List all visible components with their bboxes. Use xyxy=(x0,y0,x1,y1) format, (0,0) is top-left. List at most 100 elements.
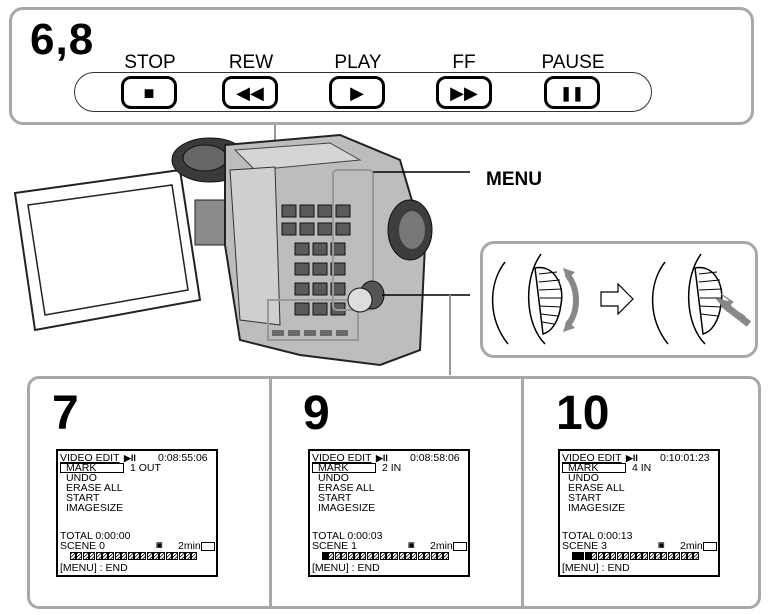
scene-cell xyxy=(185,552,192,560)
scene-cell xyxy=(417,552,424,560)
scene-cell xyxy=(95,552,102,560)
play-pause-icon: ▶II xyxy=(376,453,388,463)
menu-item[interactable]: UNDO xyxy=(568,472,599,484)
scene-cell xyxy=(623,552,630,560)
scene-cell xyxy=(366,552,373,560)
scene-cell xyxy=(572,552,578,560)
remaining-time: 2min xyxy=(178,541,215,551)
scene-cell xyxy=(178,552,185,560)
play-pause-icon: ▶II xyxy=(124,453,136,463)
mark-item[interactable]: MARK xyxy=(66,462,97,474)
rew-label: REW xyxy=(228,52,274,73)
scene-cell xyxy=(373,552,380,560)
mark-highlight xyxy=(562,463,626,473)
menu-item[interactable]: START xyxy=(66,492,100,504)
ff-button[interactable]: ▶▶ xyxy=(436,76,492,109)
dial-inset xyxy=(480,241,758,358)
play-button[interactable]: ▶ xyxy=(329,76,385,109)
pause-label: PAUSE xyxy=(541,52,605,73)
scene-cell xyxy=(680,552,687,560)
scene-cell xyxy=(360,552,367,560)
scene-cell xyxy=(392,552,399,560)
scene-cell xyxy=(334,552,341,560)
scene-progress-bar xyxy=(70,552,198,560)
mark-item[interactable]: MARK xyxy=(318,462,349,474)
scene-cell xyxy=(172,552,179,560)
footer-hint: [MENU] : END xyxy=(60,562,128,574)
scene-cell xyxy=(133,552,140,560)
screen-title: VIDEO EDIT xyxy=(562,452,622,464)
timecode: 0:08:58:06 xyxy=(410,452,460,464)
scene-cell xyxy=(70,552,76,560)
menu-item[interactable]: UNDO xyxy=(318,472,349,484)
stop-icon: ■ xyxy=(143,82,155,103)
total-readout: TOTAL 0:00:00 xyxy=(60,530,131,542)
scene-cell xyxy=(424,552,431,560)
scene-cell xyxy=(443,552,450,560)
mark-value: 2 IN xyxy=(382,462,402,474)
menu-item[interactable]: UNDO xyxy=(66,472,97,484)
rew-button[interactable]: ◀◀ xyxy=(222,76,278,109)
scene-progress-bar xyxy=(322,552,450,560)
scene-cell xyxy=(108,552,115,560)
scene-cell xyxy=(648,552,655,560)
scene-cell xyxy=(661,552,668,560)
timecode: 0:08:55:06 xyxy=(158,452,208,464)
scene-cell xyxy=(89,552,96,560)
cassette-icon xyxy=(702,541,717,551)
scene-cell xyxy=(629,552,636,560)
step-number-7: 7 xyxy=(52,387,79,440)
menu-item[interactable]: ERASE ALL xyxy=(568,482,625,494)
footer-hint: [MENU] : END xyxy=(312,562,380,574)
total-readout: TOTAL 0:00:03 xyxy=(312,530,383,542)
scene-readout: SCENE 0 xyxy=(60,540,105,552)
pause-button[interactable]: ❚❚ xyxy=(544,76,600,109)
menu-item[interactable]: IMAGESIZE xyxy=(66,502,124,514)
scene-cell xyxy=(398,552,405,560)
scene-cell xyxy=(642,552,649,560)
stop-button[interactable]: ■ xyxy=(121,76,177,109)
scene-cell xyxy=(146,552,153,560)
fast-forward-icon: ▶▶ xyxy=(450,82,478,103)
pause-icon: ❚❚ xyxy=(560,84,584,101)
scene-cell xyxy=(165,552,172,560)
scene-cell xyxy=(353,552,360,560)
footer-hint: [MENU] : END xyxy=(562,562,630,574)
scene-cell xyxy=(322,552,328,560)
mark-item[interactable]: MARK xyxy=(568,462,599,474)
rewind-icon: ◀◀ xyxy=(236,82,264,103)
stop-label: STOP xyxy=(124,52,176,73)
scene-cell xyxy=(76,552,83,560)
camcorder-illustration xyxy=(13,125,470,375)
menu-item[interactable]: IMAGESIZE xyxy=(318,502,376,514)
menu-item[interactable]: START xyxy=(568,492,602,504)
image-size-icon: ▣ xyxy=(658,542,665,549)
scene-cell xyxy=(635,552,642,560)
scene-cell xyxy=(121,552,128,560)
scene-cell xyxy=(82,552,89,560)
image-size-icon: ▣ xyxy=(408,542,415,549)
screen-title: VIDEO EDIT xyxy=(312,452,372,464)
mark-value: 1 OUT xyxy=(130,462,161,474)
play-label: PLAY xyxy=(334,52,382,73)
scene-cell xyxy=(610,552,617,560)
scene-cell xyxy=(597,552,604,560)
menu-item[interactable]: START xyxy=(318,492,352,504)
menu-item[interactable]: ERASE ALL xyxy=(66,482,123,494)
scene-cell xyxy=(616,552,623,560)
scene-cell xyxy=(347,552,354,560)
scene-cell xyxy=(379,552,386,560)
scene-progress-bar xyxy=(572,552,700,560)
menu-label: MENU xyxy=(486,169,542,190)
step-divider xyxy=(269,378,272,607)
menu-item[interactable]: IMAGESIZE xyxy=(568,502,626,514)
scene-cell xyxy=(153,552,160,560)
cassette-icon xyxy=(200,541,215,551)
scene-cell xyxy=(191,552,198,560)
scene-cell xyxy=(437,552,444,560)
step-divider xyxy=(521,378,524,607)
menu-item[interactable]: ERASE ALL xyxy=(318,482,375,494)
play-icon: ▶ xyxy=(350,82,364,103)
